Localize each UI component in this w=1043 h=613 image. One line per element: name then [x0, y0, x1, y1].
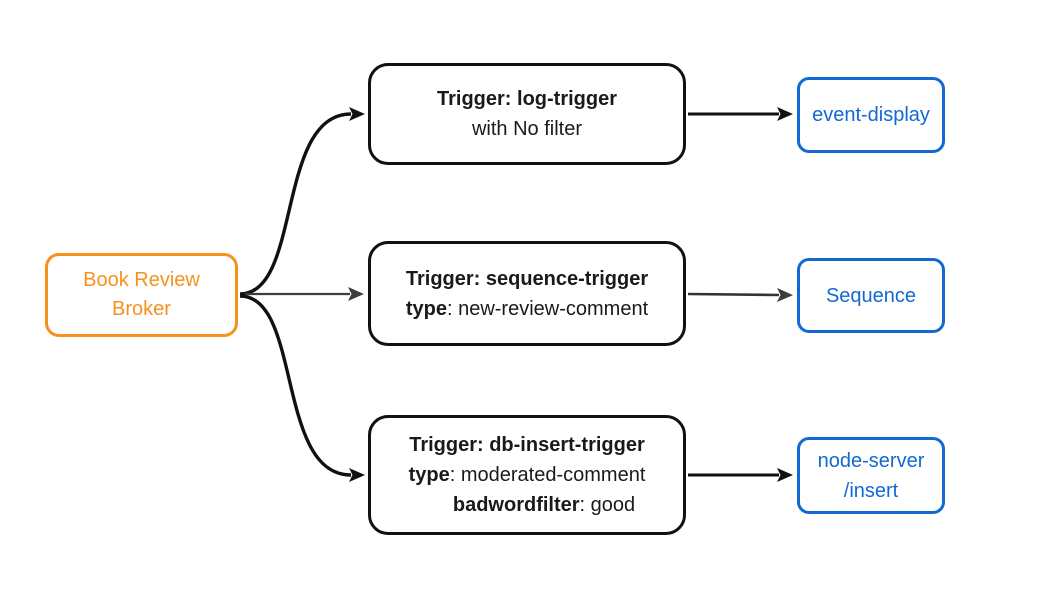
trigger-node-log-trigger: Trigger: log-trigger with No filter [368, 63, 686, 165]
sink-label: event-display [812, 104, 930, 126]
broker-label-line2: Broker [112, 298, 171, 320]
sink-node-sequence: Sequence [797, 258, 945, 333]
edge-sequence-trigger-to-sequence [687, 287, 793, 302]
trigger-title: Trigger: log-trigger [437, 88, 617, 110]
trigger-filter-text: with No filter [471, 118, 583, 140]
attr-key: badwordfilter [452, 494, 580, 516]
broker-label-line1: Book Review [83, 269, 200, 291]
sink-node-event-display: event-display [797, 77, 945, 153]
attr-key: type [405, 297, 447, 320]
trigger-title: Trigger: sequence-trigger [405, 267, 649, 290]
attr-value: : good [579, 494, 636, 516]
sink-label-line2: /insert [843, 479, 899, 502]
trigger-filter-attr: badwordfilter: good [419, 490, 635, 520]
attr-value: : moderated-comment [449, 464, 646, 486]
attr-value: : new-review-comment [446, 297, 649, 320]
edge-broker-to-log-trigger [239, 107, 365, 296]
trigger-node-db-insert-trigger: Trigger: db-insert-trigger type: moderat… [368, 415, 686, 535]
edge-broker-to-db-insert-trigger [239, 294, 365, 482]
trigger-node-sequence-trigger: Trigger: sequence-trigger type: new-revi… [368, 241, 686, 346]
trigger-filter-attr: type: new-review-comment [406, 294, 648, 324]
sink-label-line1: node-server [817, 449, 925, 472]
broker-node: Book Review Broker [45, 253, 238, 337]
sink-node-node-server-insert: node-server /insert [797, 437, 945, 514]
trigger-filter-attr: type: moderated-comment [409, 460, 646, 490]
sink-label: Sequence [825, 284, 917, 307]
trigger-title: Trigger: db-insert-trigger [409, 434, 645, 456]
attr-key: type [408, 464, 450, 486]
